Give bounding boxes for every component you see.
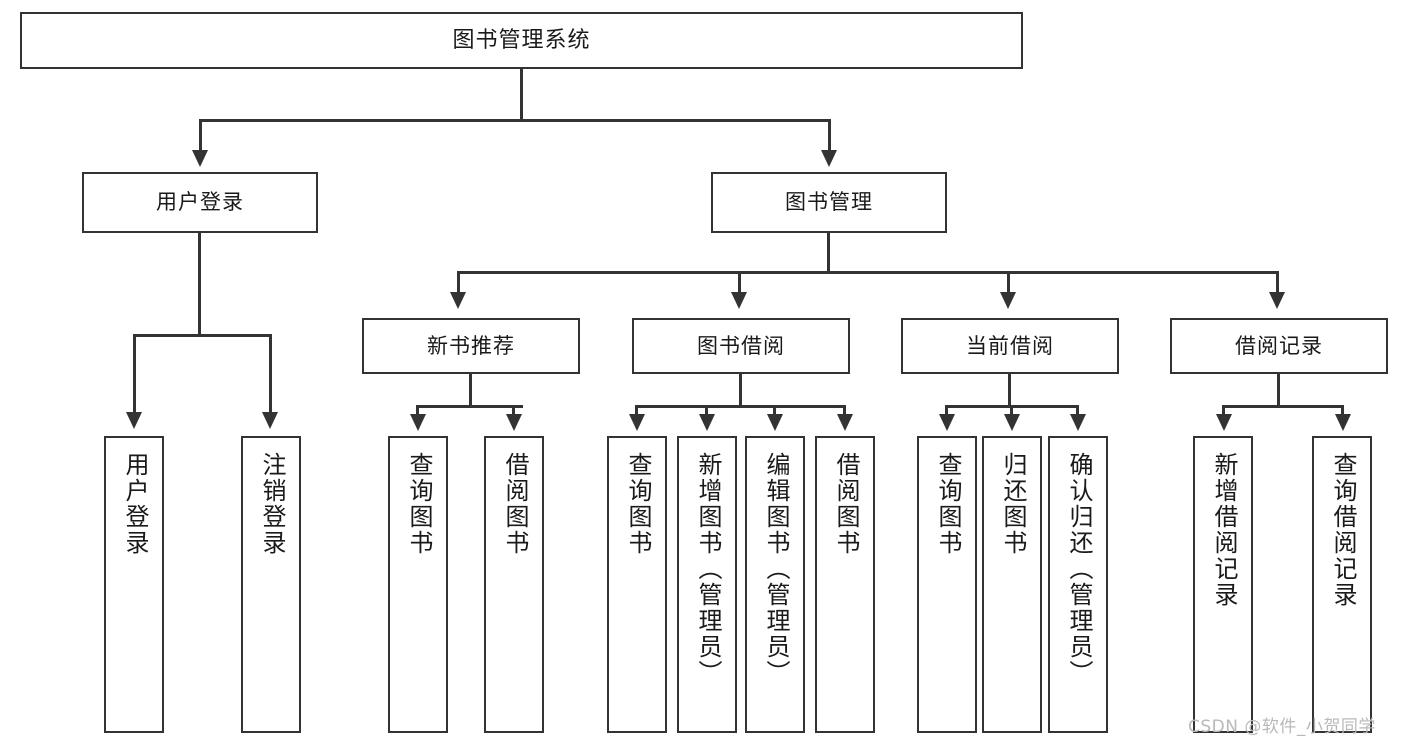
- node-label: 查询借阅记录: [1328, 452, 1357, 608]
- arrowhead-book-management: [821, 150, 837, 167]
- connector-drop-leaf-user-login: [133, 334, 136, 414]
- leaf-query-book-c[interactable]: 查询图书: [917, 436, 977, 733]
- node-label: 新书推荐: [427, 333, 515, 358]
- connector-stem-group-b: [739, 374, 742, 407]
- connector-level3-bar: [457, 271, 1278, 274]
- node-label: 图书管理: [785, 190, 873, 215]
- node-label: 当前借阅: [966, 333, 1054, 358]
- leaf-query-book-b[interactable]: 查询图书: [607, 436, 667, 733]
- connector-drop-a2: [512, 405, 515, 416]
- connector-drop-b4: [843, 405, 846, 416]
- node-label: 用户登录: [156, 190, 244, 215]
- node-label: 借阅图书: [500, 452, 529, 556]
- leaf-add-book-admin[interactable]: 新增图书（管理员）: [677, 436, 737, 733]
- node-current-borrow[interactable]: 当前借阅: [901, 318, 1119, 374]
- connector-user-login-bar: [133, 334, 271, 337]
- node-label: 用户登录: [120, 452, 149, 556]
- connector-drop-current-borrow: [1007, 271, 1010, 294]
- connector-drop-d2: [1341, 405, 1344, 416]
- arrowhead-b4: [837, 414, 853, 431]
- node-user-login[interactable]: 用户登录: [82, 172, 318, 233]
- arrowhead-user-login: [192, 150, 208, 167]
- connector-level2-bar: [199, 119, 831, 122]
- arrowhead-c2: [1004, 414, 1020, 431]
- connector-drop-user-login: [199, 119, 202, 152]
- csdn-watermark: CSDN @软件_小贺同学: [1188, 717, 1376, 737]
- node-label: 新增图书（管理员）: [693, 452, 722, 686]
- leaf-query-book-a[interactable]: 查询图书: [388, 436, 448, 733]
- connector-book-management-stem: [827, 233, 830, 273]
- node-label: 查询图书: [623, 452, 652, 556]
- connector-bar-group-b: [635, 405, 845, 408]
- node-label: 确认归还（管理员）: [1064, 452, 1093, 686]
- connector-drop-new-book: [457, 271, 460, 294]
- arrowhead-book-borrow: [731, 292, 747, 309]
- leaf-confirm-return-admin[interactable]: 确认归还（管理员）: [1048, 436, 1108, 733]
- node-new-book-recommend[interactable]: 新书推荐: [362, 318, 580, 374]
- leaf-query-borrow-record[interactable]: 查询借阅记录: [1312, 436, 1372, 733]
- arrowhead-c1: [939, 414, 955, 431]
- arrowhead-leaf-user-login: [126, 412, 142, 429]
- connector-drop-borrow-records: [1276, 271, 1279, 294]
- connector-user-login-stem: [198, 233, 201, 336]
- arrowhead-b3: [767, 414, 783, 431]
- arrowhead-b2: [699, 414, 715, 431]
- connector-bar-group-a: [416, 405, 523, 408]
- arrowhead-a1: [410, 414, 426, 431]
- node-label: 查询图书: [933, 452, 962, 556]
- connector-drop-b2: [705, 405, 708, 416]
- connector-drop-c2: [1010, 405, 1013, 416]
- connector-drop-book-borrow: [738, 271, 741, 294]
- node-root-book-management-system[interactable]: 图书管理系统: [20, 12, 1023, 69]
- leaf-user-login[interactable]: 用户登录: [104, 436, 164, 733]
- arrowhead-b1: [629, 414, 645, 431]
- leaf-borrow-book-a[interactable]: 借阅图书: [484, 436, 544, 733]
- node-label: 归还图书: [998, 452, 1027, 556]
- connector-drop-leaf-logout: [269, 334, 272, 414]
- connector-drop-c1: [945, 405, 948, 416]
- arrowhead-a2: [506, 414, 522, 431]
- arrowhead-c3: [1070, 414, 1086, 431]
- connector-stem-group-d: [1277, 374, 1280, 407]
- arrowhead-d2: [1335, 414, 1351, 431]
- leaf-logout[interactable]: 注销登录: [241, 436, 301, 733]
- node-label: 编辑图书（管理员）: [761, 452, 790, 686]
- node-label: 图书管理系统: [452, 27, 591, 53]
- node-label: 图书借阅: [697, 333, 785, 358]
- connector-stem-group-c: [1008, 374, 1011, 407]
- connector-drop-c3: [1076, 405, 1079, 416]
- arrowhead-current-borrow: [1000, 292, 1016, 309]
- connector-stem-group-a: [469, 374, 472, 407]
- node-book-borrow[interactable]: 图书借阅: [632, 318, 850, 374]
- arrowhead-leaf-logout: [262, 412, 278, 429]
- arrowhead-d1: [1216, 414, 1232, 431]
- connector-drop-d1: [1222, 405, 1225, 416]
- leaf-add-borrow-record[interactable]: 新增借阅记录: [1193, 436, 1253, 733]
- node-borrow-records[interactable]: 借阅记录: [1170, 318, 1388, 374]
- node-label: 借阅记录: [1235, 333, 1323, 358]
- arrowhead-borrow-records: [1269, 292, 1285, 309]
- connector-root-stem: [520, 69, 523, 121]
- leaf-borrow-book-b[interactable]: 借阅图书: [815, 436, 875, 733]
- node-book-management[interactable]: 图书管理: [711, 172, 947, 233]
- arrowhead-new-book: [450, 292, 466, 309]
- leaf-return-book[interactable]: 归还图书: [982, 436, 1042, 733]
- connector-drop-b3: [773, 405, 776, 416]
- connector-drop-b1: [635, 405, 638, 416]
- leaf-edit-book-admin[interactable]: 编辑图书（管理员）: [745, 436, 805, 733]
- node-label: 借阅图书: [831, 452, 860, 556]
- connector-bar-group-d: [1222, 405, 1343, 408]
- node-label: 注销登录: [257, 452, 286, 556]
- node-label: 新增借阅记录: [1209, 452, 1238, 608]
- connector-drop-book-management: [828, 119, 831, 152]
- node-label: 查询图书: [404, 452, 433, 556]
- connector-drop-a1: [416, 405, 419, 416]
